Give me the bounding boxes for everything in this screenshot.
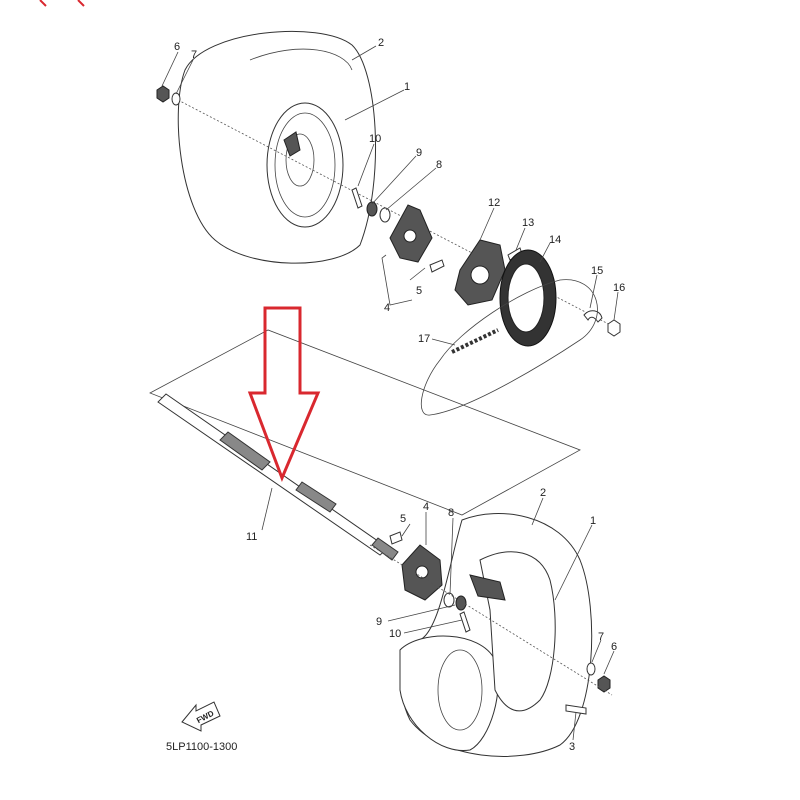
callout-10-bottom: 10 (389, 628, 401, 640)
washer-7-bottom (586, 662, 596, 676)
callout-13: 13 (522, 217, 534, 229)
axle-assembly (149, 329, 581, 561)
callout-6-top: 6 (174, 41, 180, 53)
drive-chain-17 (421, 279, 598, 416)
callout-2-bottom: 2 (540, 487, 546, 499)
nut-8-bottom (443, 592, 455, 608)
bottom-wheel-assembly (369, 513, 613, 757)
stud-3 (565, 704, 587, 715)
washer-7-top (171, 92, 181, 106)
rim-bottom (469, 551, 556, 712)
nut-8-top (379, 207, 391, 223)
callout-8-bottom: 8 (448, 507, 454, 519)
rear-axle-11 (157, 393, 399, 561)
callout-1-top: 1 (404, 81, 410, 93)
top-wheel-assembly (156, 30, 621, 416)
callout-6-bottom: 6 (611, 641, 617, 653)
chain-master-link-15 (583, 310, 603, 323)
callout-4-top: 4 (384, 302, 390, 314)
callout-12: 12 (488, 197, 500, 209)
sprocket-hub-12 (454, 239, 506, 306)
bolt-5-bottom (389, 531, 403, 545)
washer-9-bottom (455, 595, 467, 611)
rim-top (266, 102, 344, 228)
callout-1-bottom: 1 (590, 515, 596, 527)
cotter-pin-10-bottom (459, 611, 471, 633)
callout-8-top: 8 (436, 159, 442, 171)
callout-9-bottom: 9 (376, 616, 382, 628)
callout-10-top: 10 (369, 133, 381, 145)
callout-7-bottom: 7 (598, 631, 604, 643)
diagram-code: 5LP1100-1300 (166, 741, 237, 753)
cotter-pin-10-top (351, 187, 363, 209)
nut-6-bottom (597, 675, 611, 693)
bolt-5-top (409, 259, 445, 281)
fwd-direction-icon: FWD (181, 701, 221, 732)
callout-11: 11 (246, 531, 257, 543)
callout-9-top: 9 (416, 147, 422, 159)
red-down-arrow-annotation (247, 306, 321, 483)
callout-numbers: 2 1 6 7 10 9 8 12 13 14 15 16 5 4 17 11 … (174, 37, 625, 753)
callout-14: 14 (549, 234, 561, 246)
callout-5-bottom: 5 (400, 513, 406, 525)
callout-2-top: 2 (378, 37, 384, 49)
sprocket-14 (499, 249, 557, 347)
hub-4-top (381, 204, 433, 306)
nut-6-top (156, 85, 170, 103)
hub-4-bottom (401, 544, 443, 601)
callout-17: 17 (418, 333, 430, 345)
callout-15: 15 (591, 265, 603, 277)
callout-4-bottom: 4 (423, 501, 429, 513)
callout-5-top: 5 (416, 285, 422, 297)
callout-3: 3 (569, 741, 575, 753)
callout-16: 16 (613, 282, 625, 294)
callout-7-top: 7 (191, 49, 197, 61)
nut-16-top (607, 319, 621, 337)
callout-leaders (161, 45, 619, 741)
washer-9-top (366, 201, 378, 217)
